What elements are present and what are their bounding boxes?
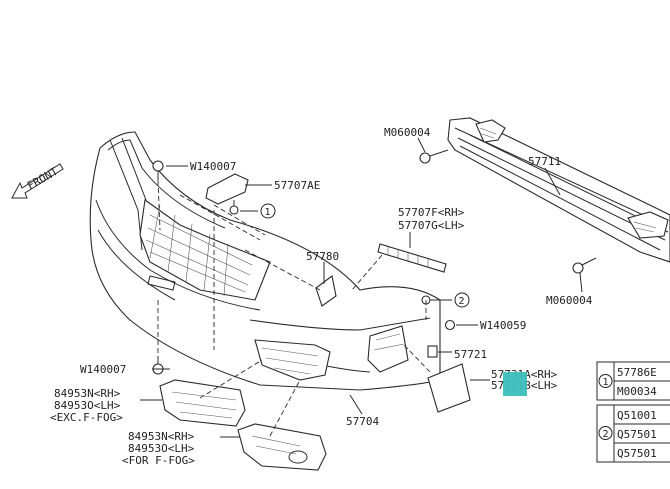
legend-2-row-2: Q57501 (617, 428, 657, 441)
grille-piece (315, 275, 337, 307)
callout-reinforcement: 57711 (528, 155, 561, 168)
center-bracket (205, 173, 249, 205)
side-bracket (377, 243, 447, 273)
callout-side-bracket-rh: 57707F<RH> (398, 206, 465, 219)
callout-center-bracket: 57707AE (274, 179, 320, 192)
assembly-lines (157, 179, 431, 437)
legend-group-2: 2 Q51001 Q57501 Q57501 (596, 404, 670, 463)
svg-text:2: 2 (459, 296, 465, 307)
callout-fog-exc-2: 84953O<LH> (54, 399, 121, 412)
callout-clip-bottom: W140007 (80, 363, 126, 376)
callout-clip-side: W140059 (480, 319, 526, 332)
callout-reinf-bolt-bottom: M060004 (546, 294, 593, 307)
callout-grille-piece: 57780 (306, 250, 339, 263)
front-direction-indicator: FRONT (11, 163, 64, 199)
svg-text:2: 2 (603, 429, 609, 440)
selection-highlight[interactable] (503, 372, 527, 396)
callout-clip-top: W140007 (190, 160, 236, 173)
legend-1-row-2: M00034 (617, 385, 657, 398)
marker-2: 2 (454, 292, 470, 308)
front-bumper-face (89, 131, 441, 391)
callout-fog-for-2: 84953O<LH> (128, 442, 195, 455)
callout-fog-exc-3: <EXC.F-FOG> (50, 411, 123, 424)
fog-cover-for (237, 423, 327, 471)
bumper-side-cover (427, 363, 471, 413)
callout-fog-exc-1: 84953N<RH> (54, 387, 121, 400)
legend-2-row-3: Q57501 (617, 447, 657, 460)
legend-1-row-1: 57786E (617, 366, 657, 379)
callout-fog-for-1: 84953N<RH> (128, 430, 195, 443)
legend-group-1: 1 57786E M00034 (596, 361, 670, 401)
reinforcement-beam (447, 117, 670, 263)
callout-stopper: 57721 (454, 348, 487, 361)
svg-text:1: 1 (265, 207, 271, 218)
callout-fog-for-3: <FOR F-FOG> (122, 454, 195, 467)
callout-bumper-face: 57704 (346, 415, 379, 428)
leader-lines (140, 137, 583, 438)
callout-reinf-bolt-top: M060004 (384, 126, 431, 139)
front-label: FRONT (25, 165, 61, 193)
svg-text:1: 1 (603, 377, 609, 388)
marker-1: 1 (260, 203, 276, 219)
fog-cover-exc (159, 379, 246, 427)
legend-2-row-1: Q51001 (617, 409, 657, 422)
callout-side-bracket-lh: 57707G<LH> (398, 219, 465, 232)
